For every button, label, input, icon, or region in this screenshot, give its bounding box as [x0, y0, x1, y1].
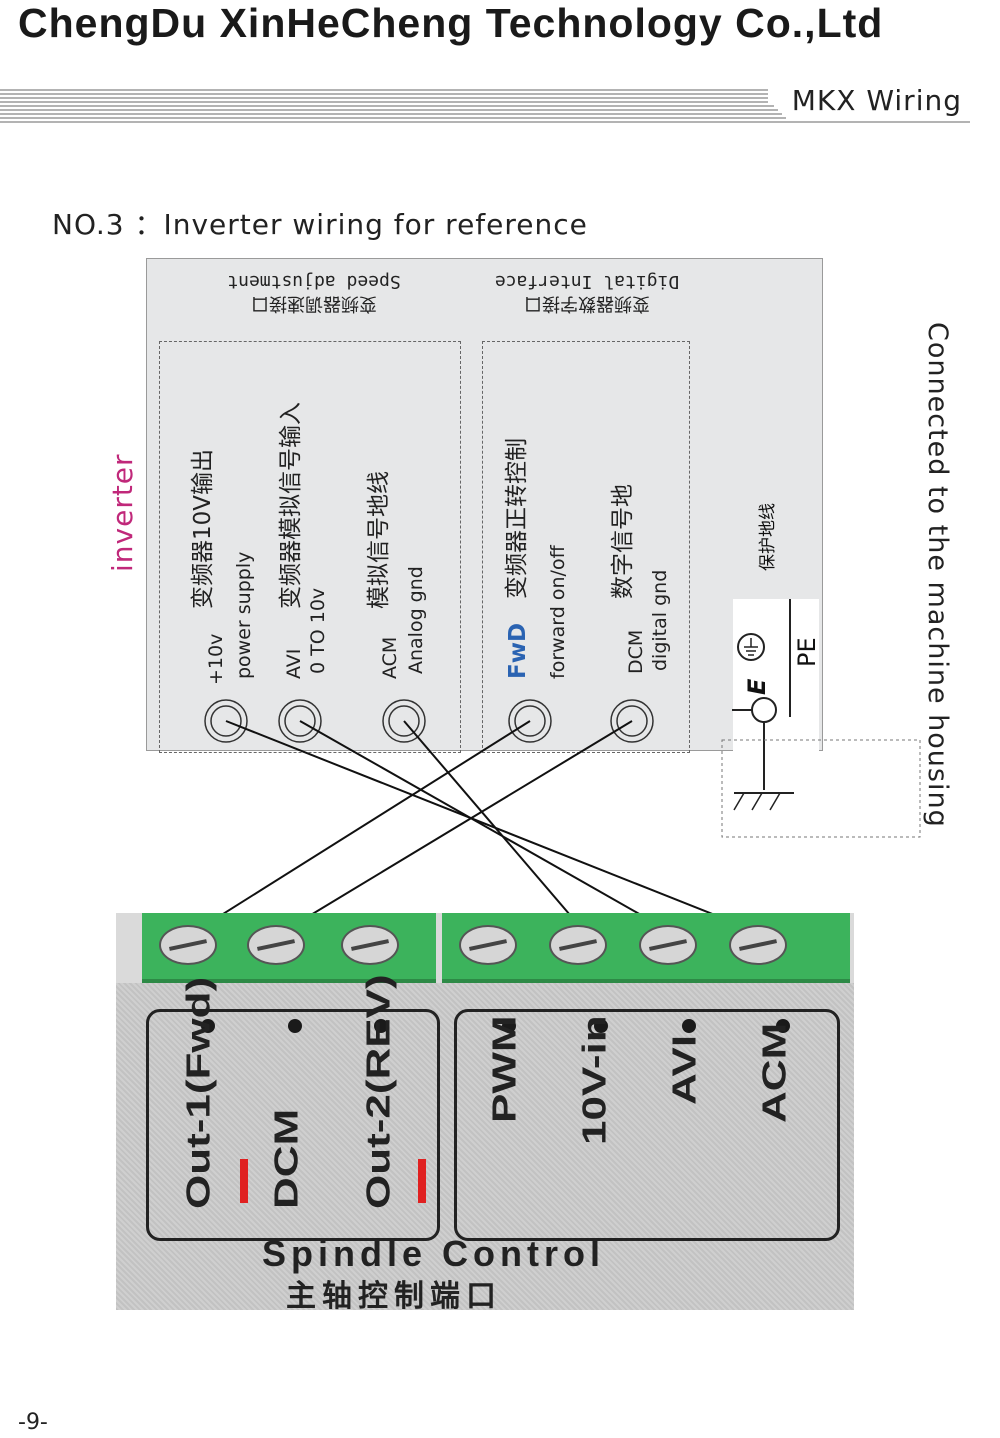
label-pwm: PWM	[486, 1015, 523, 1123]
label-acm: ACM	[756, 1022, 793, 1123]
red-mark-out2	[418, 1159, 426, 1203]
ground-dash-box	[721, 739, 921, 838]
wires	[187, 720, 769, 937]
spindle-controller: Out-1(Fwd) DCM Out-2(REV) PWM 10V-in AVI…	[116, 913, 854, 1310]
red-mark-out1	[240, 1159, 248, 1203]
section-title: MKX Wiring	[791, 84, 962, 117]
dot-3	[374, 1019, 388, 1033]
inverter-terminals	[204, 699, 654, 743]
terminal-acm-icon	[382, 699, 426, 743]
dot-6	[682, 1019, 696, 1033]
diagram-subtitle: NO.3 ：Inverter wiring for reference	[52, 208, 588, 241]
screw-acm[interactable]	[729, 925, 787, 965]
pe-line	[789, 599, 791, 717]
wire-acm	[403, 720, 589, 937]
wire-dcm	[275, 720, 633, 937]
terminal-avi-icon	[278, 699, 322, 743]
ground-symbol-icon	[737, 633, 765, 661]
page-number: -9-	[18, 1410, 48, 1435]
header-rule	[0, 89, 970, 123]
dot-1	[201, 1019, 215, 1033]
terminal-fwd-icon	[508, 699, 552, 743]
dot-5	[594, 1019, 608, 1033]
spindle-control-title: Spindle Control	[262, 1233, 605, 1274]
label-avi: AVI	[666, 1034, 703, 1105]
screw-dcm[interactable]	[247, 925, 305, 965]
digital-interface-box	[482, 341, 690, 753]
label-out1-fwd: Out-1(Fwd)	[180, 976, 217, 1209]
terminal-dcm-icon	[610, 699, 654, 743]
wire-fwd	[187, 720, 531, 937]
screw-10vin[interactable]	[549, 925, 607, 965]
pe-area	[733, 599, 819, 751]
speed-interface-box	[159, 341, 461, 753]
screw-out1[interactable]	[159, 925, 217, 965]
terminal-10v-icon	[204, 699, 248, 743]
input-label-box	[454, 1009, 840, 1241]
spindle-control-cn-title: 主轴控制端口	[286, 1279, 502, 1310]
output-label-box	[146, 1009, 440, 1241]
screw-out2[interactable]	[341, 925, 399, 965]
label-dcm: DCM	[268, 1108, 305, 1209]
inverter-panel: 变频器调速接口 Speed adjustment 变频器数字接口 Digital…	[146, 258, 823, 753]
pe-connector	[732, 697, 794, 811]
screw-avi[interactable]	[639, 925, 697, 965]
label-10v-in: 10V-in	[576, 1015, 613, 1145]
wire-avi	[299, 720, 679, 937]
controller-face: Out-1(Fwd) DCM Out-2(REV) PWM 10V-in AVI…	[116, 974, 854, 1310]
dot-2	[288, 1019, 302, 1033]
label-out2-rev: Out-2(REV)	[360, 974, 397, 1209]
screw-pwm[interactable]	[459, 925, 517, 965]
dot-7	[776, 1019, 790, 1033]
dot-4	[502, 1019, 516, 1033]
company-name: ChengDu XinHeCheng Technology Co.,Ltd	[18, 0, 884, 46]
